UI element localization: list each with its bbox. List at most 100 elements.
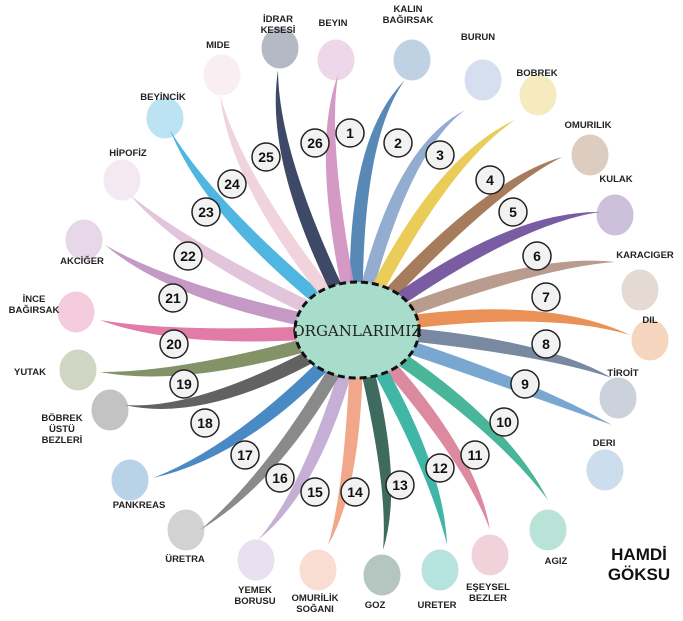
organ-icon-25 [261, 27, 299, 69]
organ-icon-18 [91, 389, 129, 431]
badge-7: 7 [531, 282, 561, 312]
badge-number: 6 [533, 248, 541, 264]
badge-number: 7 [542, 289, 550, 305]
badge-number: 22 [180, 248, 196, 264]
badge-15: 15 [300, 477, 330, 507]
badge-10: 10 [489, 407, 519, 437]
organ-icon-24 [203, 54, 241, 96]
organ-icon-23 [146, 97, 184, 139]
badge-number: 18 [197, 415, 213, 431]
badge-circle [335, 118, 365, 148]
organ-label: İNCE BAĞIRSAK [8, 294, 60, 316]
badge-number: 5 [509, 204, 517, 220]
badge-circle [383, 128, 413, 158]
organ-icon-20 [57, 291, 95, 333]
badge-3: 3 [425, 140, 455, 170]
badge-circle [498, 197, 528, 227]
organ-icon-10 [529, 509, 567, 551]
badge-circle [265, 463, 295, 493]
badge-circle [158, 283, 188, 313]
badge-6: 6 [522, 241, 552, 271]
badge-circle [425, 453, 455, 483]
badge-25: 25 [251, 142, 281, 172]
organ-icon-11 [471, 534, 509, 576]
organ-label: URETER [417, 600, 457, 611]
organ-icon-17 [111, 459, 149, 501]
organ-label: AKCİĞER [60, 256, 104, 267]
organ-label: KARACIGER [616, 250, 674, 261]
badge-circle [300, 477, 330, 507]
organ-label: PANKREAS [112, 500, 166, 511]
badge-number: 16 [272, 470, 288, 486]
badge-24: 24 [217, 169, 247, 199]
number-badges: 1234567891011121314151617181920212223242… [158, 118, 561, 507]
badge-number: 4 [486, 172, 494, 188]
badge-8: 8 [531, 329, 561, 359]
badge-number: 10 [496, 414, 512, 430]
organ-label: DIL [642, 315, 658, 326]
organ-icon-22 [103, 159, 141, 201]
organ-icon-12 [421, 549, 459, 591]
ribbon-20 [100, 320, 358, 342]
badge-number: 15 [307, 484, 323, 500]
badge-number: 12 [432, 460, 448, 476]
badge-20: 20 [159, 329, 189, 359]
badge-1: 1 [335, 118, 365, 148]
badge-5: 5 [498, 197, 528, 227]
badge-number: 14 [347, 484, 363, 500]
badge-number: 24 [224, 176, 240, 192]
badge-number: 1 [346, 125, 354, 141]
organ-label: KULAK [599, 174, 633, 185]
ribbon-26 [325, 75, 363, 332]
ribbon-7 [355, 309, 630, 336]
organ-label: DERI [592, 438, 616, 449]
organ-icon-14 [299, 549, 337, 591]
organ-label: YUTAK [13, 367, 47, 378]
author-name: HAMDİ GÖKSU [607, 545, 671, 584]
badge-22: 22 [173, 241, 203, 271]
badge-circle [340, 477, 370, 507]
organ-label: BEYİNCİK [140, 92, 186, 103]
organ-label: EŞEYSEL BEZLER [466, 582, 510, 604]
badge-13: 13 [385, 470, 415, 500]
badge-21: 21 [158, 283, 188, 313]
badge-circle [531, 329, 561, 359]
badge-number: 26 [307, 135, 323, 151]
organ-label: KALIN BAĞIRSAK [382, 4, 434, 26]
organ-label: ÜRETRA [165, 554, 205, 565]
badge-circle [190, 408, 220, 438]
organ-label: MIDE [206, 40, 230, 51]
ribbon-22 [130, 195, 360, 336]
badge-number: 9 [521, 376, 529, 392]
organ-label: İDRAR KESESİ [260, 14, 296, 36]
organ-icon-15 [237, 539, 275, 581]
organ-icon-2 [464, 59, 502, 101]
badge-12: 12 [425, 453, 455, 483]
badge-number: 17 [237, 447, 253, 463]
badge-number: 21 [165, 290, 181, 306]
organ-icon-5 [596, 194, 634, 236]
badge-19: 19 [169, 369, 199, 399]
badge-11: 11 [460, 440, 490, 470]
organ-icon-8 [599, 377, 637, 419]
badge-circle [159, 329, 189, 359]
badge-number: 25 [258, 149, 274, 165]
badge-number: 11 [468, 447, 483, 463]
organ-icon-26 [317, 39, 355, 81]
organ-icon-3 [519, 74, 557, 116]
ribbon-8 [356, 324, 612, 378]
ribbon-18 [125, 324, 361, 409]
badge-circle [217, 169, 247, 199]
badge-number: 3 [436, 147, 444, 163]
organ-icons [57, 27, 669, 596]
badge-26: 26 [300, 128, 330, 158]
badge-number: 23 [198, 204, 214, 220]
badge-circle [169, 369, 199, 399]
organ-label: TİROİT [607, 368, 639, 379]
organ-label: OMURILIK [564, 120, 612, 131]
organ-label: BURUN [460, 32, 496, 43]
organ-label: AGIZ [544, 556, 568, 567]
badge-circle [191, 197, 221, 227]
